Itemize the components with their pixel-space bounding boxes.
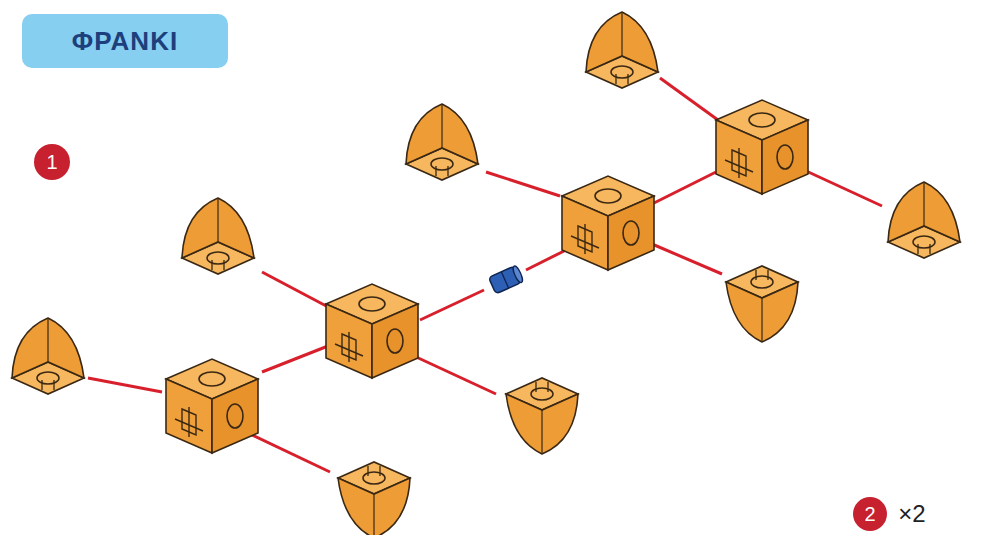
step-badge — [34, 144, 70, 180]
step-badge — [853, 497, 887, 531]
blue-connector — [489, 265, 525, 294]
quantity-label: ×2 — [898, 500, 925, 528]
title-text: ΦΡΑΝΚΙ — [72, 26, 178, 57]
assembly-lines — [88, 78, 882, 472]
title-badge — [22, 14, 228, 68]
callout-number: 1 — [46, 151, 57, 174]
parts — [12, 12, 960, 535]
callout-number: 2 — [864, 503, 875, 526]
